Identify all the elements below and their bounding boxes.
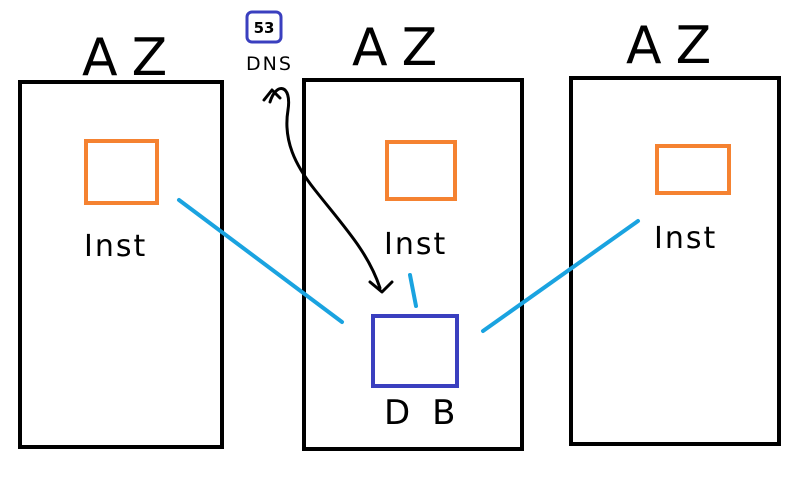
instance-label-zone-3: Inst (654, 221, 717, 256)
zone-1-label: AZ (82, 28, 181, 88)
connection-line-zone-1-to-db (177, 198, 344, 324)
instance-label-zone-2: Inst (384, 227, 447, 262)
database-box (371, 314, 459, 388)
dns-label: DNS (246, 53, 293, 75)
instance-box-zone-2 (385, 140, 457, 201)
route53-badge (245, 10, 283, 44)
instance-box-zone-1 (84, 139, 159, 205)
zone-3-label: AZ (626, 16, 725, 76)
connection-line-zone-3-to-db (481, 219, 640, 333)
dns-to-database-arrow (268, 87, 382, 290)
instance-label-zone-1: Inst (84, 229, 147, 264)
database-label: DB (384, 393, 478, 433)
arrow-head-down-icon (368, 280, 394, 294)
availability-zone-3 (569, 76, 781, 446)
availability-zone-2 (302, 78, 524, 451)
route53-badge-label: 53 (254, 19, 275, 37)
instance-box-zone-3 (655, 144, 731, 195)
connection-line-zone-2-to-db (408, 273, 418, 308)
availability-zone-1 (18, 80, 224, 449)
zone-2-label: AZ (352, 18, 451, 78)
arrow-head-up-icon (262, 88, 282, 102)
